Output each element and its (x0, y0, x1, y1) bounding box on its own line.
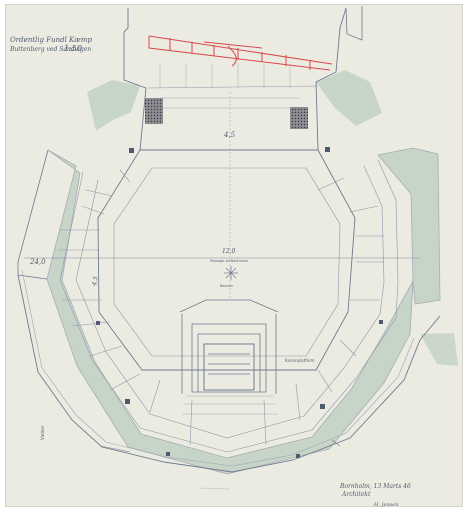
casemate-ring (58, 159, 399, 453)
small-note: Bastion (220, 284, 233, 288)
author-line: Architekt (341, 491, 371, 498)
right-note: Kanonplatform (285, 358, 315, 363)
signature: H. Jensen (373, 502, 398, 508)
stair-right (290, 107, 308, 129)
left-vertical-dim: 4,5 (91, 276, 100, 288)
rock-top-left (87, 80, 140, 131)
rock-bottom-right (420, 333, 458, 366)
courtyard-octagon (97, 149, 356, 371)
left-dimension: 24,0 (29, 258, 46, 266)
red-correction (148, 35, 333, 71)
rock-top-right (316, 70, 382, 126)
title-line-1: Ordentlig Fundl Kæmp (10, 36, 92, 44)
title-line-2: Buttenberg ved Sandvigen (9, 46, 91, 53)
mid-dimension: 12,0 (222, 248, 236, 255)
compass-icon (224, 266, 238, 280)
date-line: Bornholm, 13 Marts 46 (339, 483, 411, 490)
stair-left (145, 98, 163, 124)
gate-complex (179, 299, 279, 394)
entrance-bastion (123, 7, 347, 151)
upper-dimension: 4,5 (223, 131, 236, 139)
mid-caption: Passage ad Bastionen (210, 259, 248, 263)
embrasure-marks (96, 147, 383, 458)
pencil-note: Vælder (40, 425, 45, 440)
rampart-outline (17, 274, 441, 473)
title-scale: 1:50 (64, 44, 82, 53)
